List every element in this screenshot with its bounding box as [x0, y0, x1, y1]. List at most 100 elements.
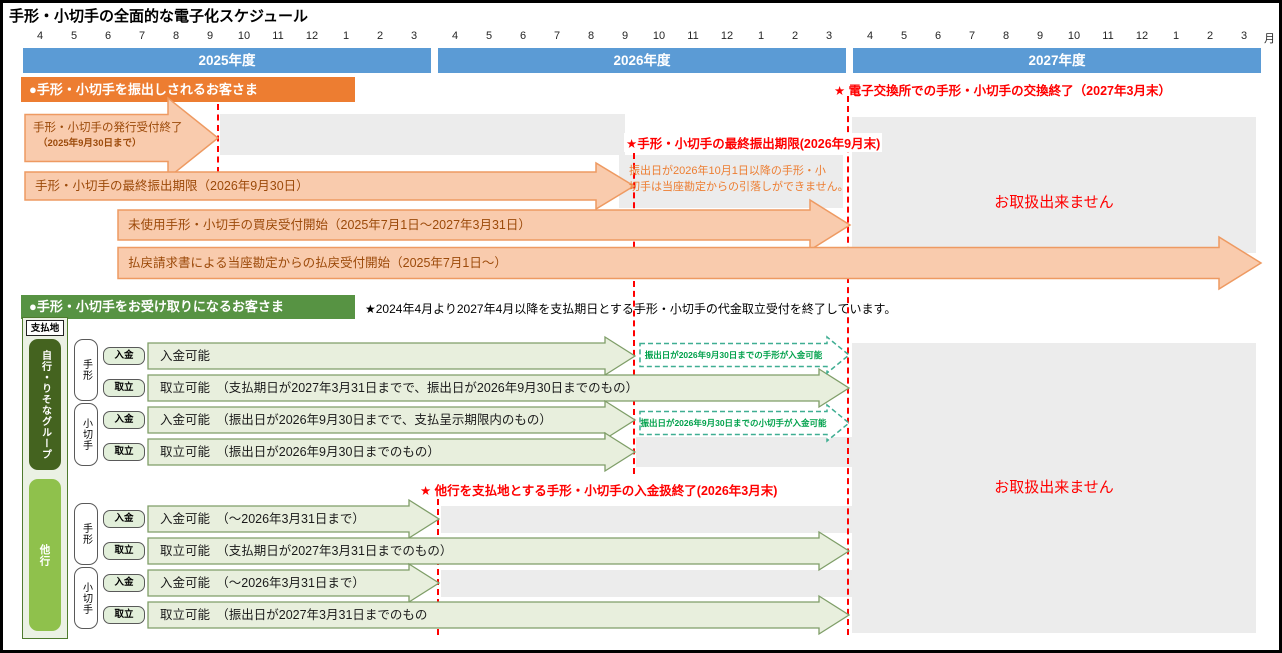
- month-label: 4: [36, 30, 44, 42]
- category-text: 小切手: [80, 581, 92, 615]
- collection-badge: 取立: [103, 379, 145, 397]
- month-label: 6: [519, 30, 527, 42]
- callout-text: 振出日が2026年9月30日までの小切手が入金可能: [640, 418, 827, 428]
- block-arrow-shape: [147, 335, 637, 377]
- milestone-exchange-end: ★ 電子交換所での手形・小切手の交換終了（2027年3月末）: [834, 84, 1171, 98]
- month-label: 8: [1002, 30, 1010, 42]
- unavailable-strip-own-kogitte: [636, 437, 852, 467]
- arrow-other-tegata-collection: 取立可能 （支払期日が2027年3月31日までのもの）: [147, 530, 851, 572]
- own-bank-group-label: 自行・りそなグループ: [29, 339, 61, 470]
- unavailable-region-receiver: [852, 343, 1256, 633]
- arrow-label: 払戻請求書による当座勘定からの払戻受付開始（2025年7月1日～）: [128, 256, 507, 270]
- month-label: 6: [104, 30, 112, 42]
- note-2024-collection-end: ★2024年4月より2027年4月以降を支払期日とする手形・小切手の代金取立受付…: [365, 302, 897, 316]
- page-title: 手形・小切手の全面的な電子化スケジュール: [9, 8, 308, 25]
- month-label: 9: [621, 30, 629, 42]
- not-available-text-top: お取扱出来ません: [994, 194, 1114, 211]
- month-label: 4: [866, 30, 874, 42]
- month-label: 1: [342, 30, 350, 42]
- month-label: 1: [757, 30, 765, 42]
- unavailable-strip-other-kogitte: [441, 570, 852, 597]
- milestone-final-issue: ★手形・小切手の最終振出期限(2026年9月末): [624, 133, 883, 152]
- unavailable-strip-other-tegata: [441, 506, 852, 533]
- month-label: 12: [305, 30, 319, 42]
- block-arrow-shape: [24, 96, 220, 180]
- block-arrow-shape: [117, 198, 852, 252]
- arrow-label: 入金可能 （～2026年3月31日まで）: [160, 576, 365, 590]
- arrow-label: 取立可能 （支払期日が2027年3月31日までで、振出日が2026年9月30日ま…: [160, 381, 639, 395]
- month-label: 4: [451, 30, 459, 42]
- note-after-oct2026-line2: 切手は当座勘定からの引落しができません。: [629, 181, 849, 193]
- category-tegata-own: 手形: [74, 339, 98, 401]
- block-arrow-shape: [639, 335, 851, 375]
- month-label: 9: [1036, 30, 1044, 42]
- month-label: 9: [206, 30, 214, 42]
- arrow-label: 取立可能 （振出日が2027年3月31日までのもの: [160, 608, 428, 622]
- month-label: 12: [1135, 30, 1149, 42]
- block-arrow-shape: [147, 399, 637, 441]
- block-arrow-shape: [147, 367, 851, 409]
- deadline-line-mar2027: [847, 96, 849, 635]
- arrow-final-issue-deadline: 手形・小切手の最終振出期限（2026年9月30日）: [24, 161, 636, 211]
- deposit-badge: 入金: [103, 574, 145, 592]
- collection-badge: 取立: [103, 606, 145, 624]
- month-label: 2: [376, 30, 384, 42]
- arrow-own-tegata-collection: 取立可能 （支払期日が2027年3月31日までで、振出日が2026年9月30日ま…: [147, 367, 851, 409]
- arrow-label: 取立可能 （振出日が2026年9月30日までのもの）: [160, 445, 440, 459]
- other-bank-text: 他行: [38, 543, 51, 567]
- collection-badge: 取立: [103, 542, 145, 560]
- month-label: 10: [237, 30, 251, 42]
- arrow-issuance-acceptance-end: 手形・小切手の発行受付終了 （2025年9月30日まで）: [24, 96, 220, 180]
- year-bar-2025: 2025年度: [23, 48, 431, 73]
- arrow-own-kogitte-collection: 取立可能 （振出日が2026年9月30日までのもの）: [147, 431, 637, 473]
- month-label: 2: [1206, 30, 1214, 42]
- deposit-badge: 入金: [103, 510, 145, 528]
- note-box-after-oct2026: [619, 155, 843, 208]
- callout-text: 振出日が2026年9月30日までの手形が入金可能: [644, 350, 823, 360]
- month-label: 7: [138, 30, 146, 42]
- callout-tegata-deposit-until-sep2026: 振出日が2026年9月30日までの手形が入金可能: [639, 335, 851, 375]
- month-label: 3: [410, 30, 418, 42]
- other-bank-label: 他行: [29, 479, 61, 631]
- year-bar-2027: 2027年度: [853, 48, 1261, 73]
- arrow-label: 手形・小切手の発行受付終了: [33, 122, 183, 134]
- arrow-sublabel: （2025年9月30日まで）: [38, 138, 142, 149]
- unavailable-region-issuer: [852, 117, 1256, 253]
- month-label: 7: [553, 30, 561, 42]
- arrow-unused-buyback: 未使用手形・小切手の買戻受付開始（2025年7月1日～2027年3月31日）: [117, 198, 852, 252]
- month-label: 5: [900, 30, 908, 42]
- month-label: 8: [587, 30, 595, 42]
- deadline-line-sep2026: [633, 153, 635, 474]
- issuer-section-header: ●手形・小切手を振出しされるお客さま: [21, 77, 355, 102]
- arrow-own-kogitte-deposit: 入金可能 （振出日が2026年9月30日までで、支払呈示期限内のもの）: [147, 399, 637, 441]
- month-label: 10: [1067, 30, 1081, 42]
- category-text: 手形: [80, 359, 92, 381]
- month-label: 10: [652, 30, 666, 42]
- category-tegata-other: 手形: [74, 503, 98, 565]
- deposit-badge: 入金: [103, 411, 145, 429]
- deadline-line-mar2026: [437, 499, 439, 635]
- block-arrow-shape: [24, 161, 636, 211]
- category-kogitte-other: 小切手: [74, 567, 98, 629]
- arrow-own-tegata-deposit: 入金可能: [147, 335, 637, 377]
- block-arrow-shape: [147, 431, 637, 473]
- block-arrow-shape: [639, 403, 851, 443]
- arrow-label: 取立可能 （支払期日が2027年3月31日までのもの）: [160, 544, 453, 558]
- block-arrow-shape: [147, 498, 441, 540]
- payment-place-label: 支払地: [26, 320, 64, 336]
- month-label: 11: [272, 30, 284, 42]
- arrow-label: 入金可能: [160, 349, 211, 363]
- block-arrow-shape: [147, 530, 851, 572]
- arrow-label: 未使用手形・小切手の買戻受付開始（2025年7月1日～2027年3月31日）: [128, 218, 531, 232]
- month-label: 3: [1240, 30, 1248, 42]
- month-label: 5: [485, 30, 493, 42]
- month-unit-label: 月: [1264, 33, 1275, 45]
- deposit-badge: 入金: [103, 347, 145, 365]
- month-label: 6: [934, 30, 942, 42]
- category-text: 手形: [80, 523, 92, 545]
- block-arrow-shape: [147, 594, 851, 636]
